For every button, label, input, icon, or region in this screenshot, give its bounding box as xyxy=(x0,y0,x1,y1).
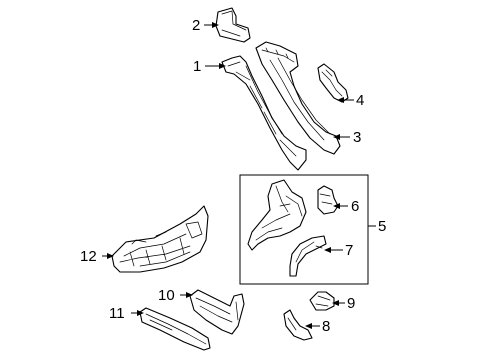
part-6-bracket xyxy=(317,185,339,215)
callout-7: 7 xyxy=(345,242,353,259)
part-2-bracket xyxy=(215,7,251,43)
callout-9: 9 xyxy=(347,295,355,312)
part-9-bracket xyxy=(309,291,335,311)
group-5-box xyxy=(239,174,369,285)
callout-8: 8 xyxy=(322,318,330,335)
part-11-rocker xyxy=(139,307,211,351)
callout-2: 2 xyxy=(192,17,200,34)
callout-3: 3 xyxy=(353,129,361,146)
callout-12: 12 xyxy=(80,248,97,265)
callout-10: 10 xyxy=(158,287,175,304)
part-1-pillar xyxy=(221,55,307,171)
callout-1: 1 xyxy=(193,58,201,75)
part-10-sill xyxy=(189,289,245,335)
part-7-arch xyxy=(289,235,327,277)
callout-4: 4 xyxy=(356,92,364,109)
callout-5: 5 xyxy=(378,218,386,235)
part-3-rail xyxy=(255,41,341,155)
callout-labels: 1 2 3 4 5 6 7 8 9 10 11 12 xyxy=(80,17,386,335)
part-8-bracket xyxy=(283,309,313,341)
leader-lines xyxy=(102,22,376,329)
part-4-bracket xyxy=(317,63,349,103)
callout-11: 11 xyxy=(109,305,125,322)
callout-6: 6 xyxy=(351,198,359,215)
part-12-floor xyxy=(111,205,209,273)
part-5-panel xyxy=(247,179,307,251)
